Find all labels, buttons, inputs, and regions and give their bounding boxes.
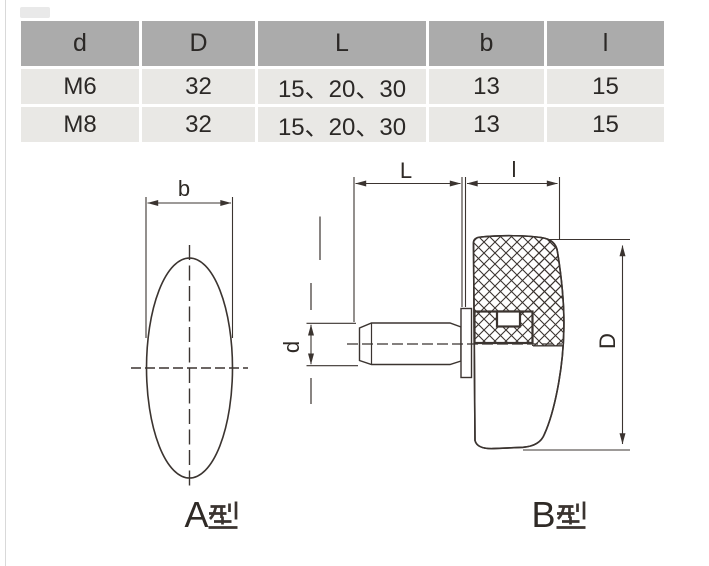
view-a-label: A <box>184 494 239 535</box>
header-L: L <box>258 21 426 66</box>
cell-m8-b: 13 <box>429 107 544 142</box>
dim-b-label: b <box>178 176 190 201</box>
cell-m8-d: M8 <box>21 107 139 142</box>
spec-table-header-row: d D L b l <box>21 21 664 66</box>
view-b-letter: B <box>531 494 555 535</box>
corner-artifact <box>20 7 50 18</box>
cell-m6-b: 13 <box>429 69 544 104</box>
dim-d-label: d <box>279 341 304 353</box>
dim-d: d <box>279 216 358 404</box>
cell-m6-d: M6 <box>21 69 139 104</box>
dim-l: l <box>466 157 561 239</box>
cell-m6-l: 15 <box>547 69 664 104</box>
keyway-slot <box>495 310 522 328</box>
cell-m6-L: 15、20、30 <box>258 69 426 104</box>
collar <box>460 307 473 379</box>
dim-l-label: l <box>512 157 517 182</box>
cell-m8-D: 32 <box>142 107 255 142</box>
cell-m8-l: 15 <box>547 107 664 142</box>
table-row-m8: M8 32 15、20、30 13 15 <box>21 107 664 142</box>
header-l: l <box>547 21 664 66</box>
view-a-letter: A <box>184 494 208 535</box>
dim-D-label: D <box>595 333 620 349</box>
header-b: b <box>429 21 544 66</box>
dim-b: b <box>145 176 234 338</box>
view-b-label: B <box>531 494 587 535</box>
dim-L: L <box>353 158 467 322</box>
knob-body-outline <box>472 234 565 450</box>
dim-L-label: L <box>400 158 412 183</box>
page-edge-line <box>5 0 6 566</box>
dim-D: D <box>523 238 630 451</box>
header-d: d <box>21 21 139 66</box>
cell-m8-L: 15、20、30 <box>258 107 426 142</box>
header-D: D <box>142 21 255 66</box>
table-row-m6: M6 32 15、20、30 13 15 <box>21 69 664 104</box>
screw-shaft <box>358 322 462 366</box>
cell-m6-D: 32 <box>142 69 255 104</box>
knurl-pattern <box>473 235 564 346</box>
view-a-drawing: b A <box>131 176 248 535</box>
spec-table: d D L b l M6 32 15、20、30 13 15 M8 32 15、… <box>18 18 667 145</box>
view-b-drawing: L l d D B <box>279 157 630 535</box>
